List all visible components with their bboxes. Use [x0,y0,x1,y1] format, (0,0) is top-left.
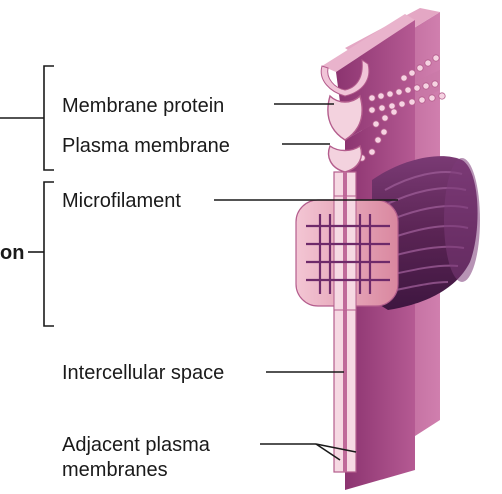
bracket-tight-junction [0,65,54,171]
label-partial-left: on [0,242,24,264]
junction-plaque [295,195,399,311]
label-microfilament: Microfilament [62,190,181,212]
leader-lines [214,103,398,461]
membrane-protein-dots [358,54,446,162]
label-intercellular-space: Intercellular space [62,362,224,384]
label-plasma-membrane: Plasma membrane [62,135,230,157]
bracket-anchoring-junction [28,181,54,327]
label-adjacent-line1: Adjacent plasma [62,434,211,456]
label-membrane-protein: Membrane protein [62,95,224,117]
label-adjacent-line2: membranes [62,459,168,481]
